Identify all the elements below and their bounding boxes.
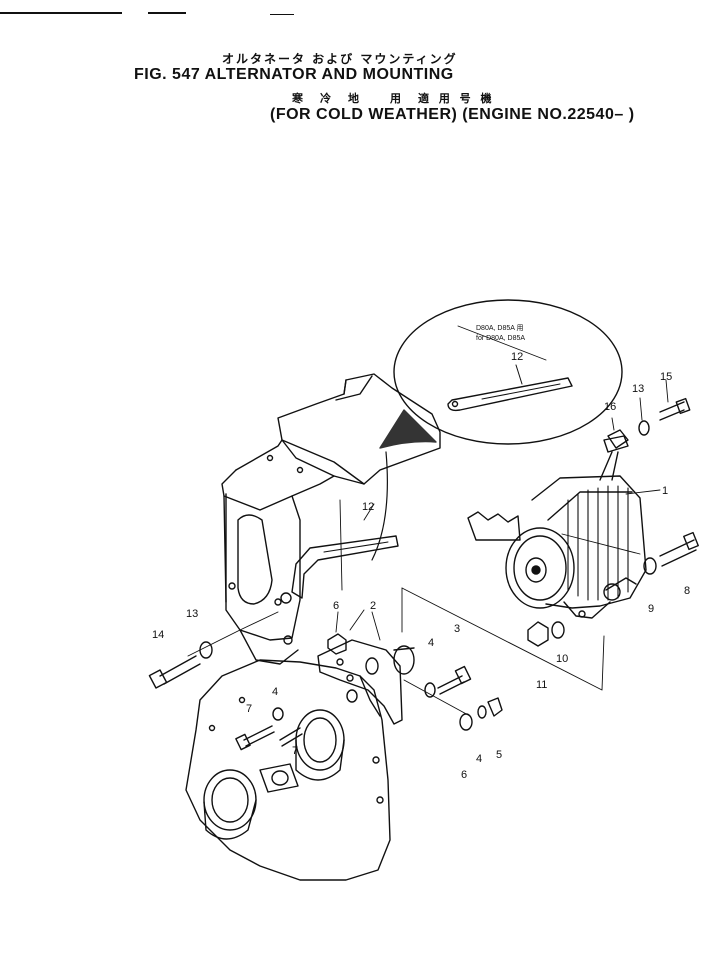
subtitle-japanese: 寒 冷 地 用 適 用 号 機 [292, 92, 495, 105]
callout-16: 16 [604, 401, 616, 413]
callout-9: 9 [648, 603, 654, 615]
callout-8: 8 [684, 585, 690, 597]
callout-14: 14 [152, 629, 164, 641]
header-rule [0, 12, 122, 14]
callout-4b: 4 [272, 686, 278, 698]
callout-3: 3 [454, 623, 460, 635]
callout-5: 5 [496, 749, 502, 761]
callout-6a: 6 [333, 600, 339, 612]
gear-case [185, 659, 391, 881]
callout-10: 10 [556, 653, 568, 665]
front-housing [225, 493, 301, 665]
alternator [467, 435, 647, 619]
adjusting-bar [280, 535, 399, 604]
callout-13b: 13 [632, 383, 644, 395]
header-rule [148, 12, 186, 14]
callout-4a: 4 [428, 637, 434, 649]
title-block: オルタネータ および マウンティング FIG. 547 ALTERNATOR A… [0, 0, 704, 140]
fasteners [148, 397, 699, 751]
callout-13a: 13 [186, 608, 198, 620]
figure-title: FIG. 547 ALTERNATOR AND MOUNTING [134, 66, 454, 83]
callout-7a: 7 [246, 703, 252, 715]
callout-7b: 7 [292, 745, 298, 757]
inset-detail: D80A, D85A 用 for D80A, D85A 12 [371, 299, 623, 561]
leader-lines [187, 325, 669, 717]
callout-6b: 6 [461, 769, 467, 781]
callout-1: 1 [662, 485, 668, 497]
callout-labels: 1 2 3 4 4 4 5 6 6 7 7 8 9 10 11 12 13 13… [152, 371, 690, 781]
inset-part-label: 12 [511, 351, 523, 363]
inset-note-english: for D80A, D85A [476, 335, 525, 342]
callout-11: 11 [536, 679, 547, 691]
adjusting-bar-inset [447, 377, 573, 412]
callout-15: 15 [660, 371, 672, 383]
engine-top-cover [221, 373, 441, 603]
callout-12: 12 [362, 501, 374, 513]
alternator-bracket [317, 639, 415, 725]
header-rule [270, 14, 294, 15]
figure-subtitle: (FOR COLD WEATHER) (ENGINE NO.22540– ) [270, 106, 635, 123]
callout-2: 2 [370, 600, 376, 612]
callout-4c: 4 [476, 753, 482, 765]
title-japanese: オルタネータ および マウンティング [222, 52, 458, 66]
inset-note-japanese: D80A, D85A 用 [476, 324, 523, 332]
